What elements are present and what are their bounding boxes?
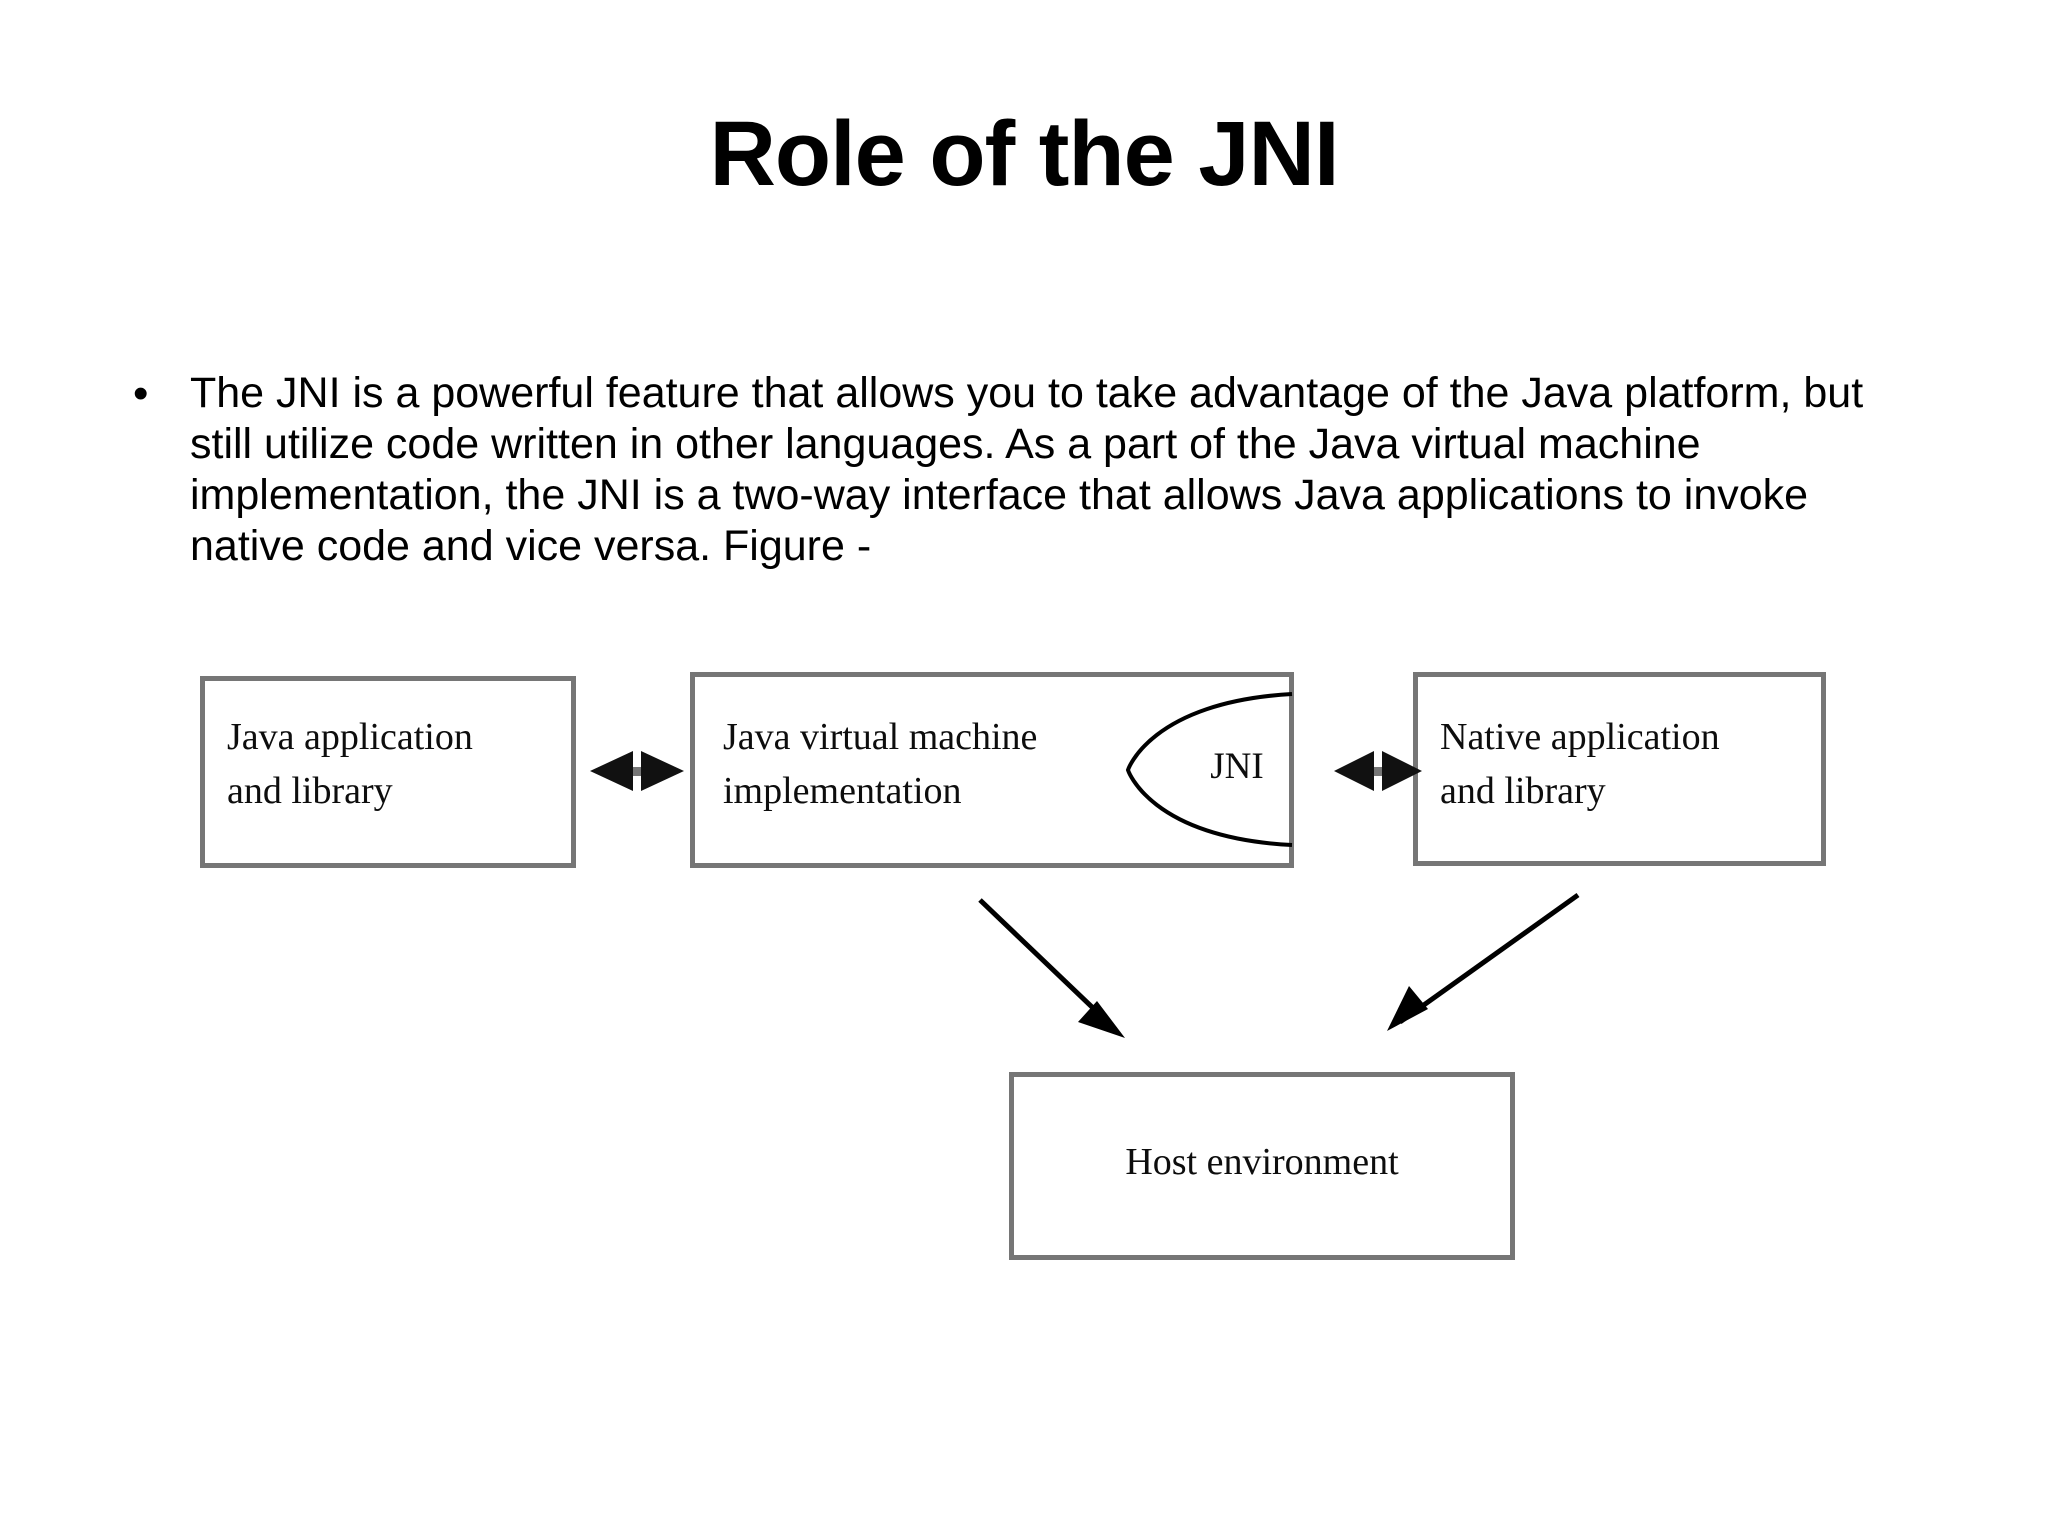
connector-jvm-to-native-app-double-arrow: [1334, 751, 1422, 791]
diagram-node-native-application[interactable]: [1413, 672, 1826, 866]
diagram-node-host-environment[interactable]: [1009, 1072, 1515, 1260]
jni-arc-shape: [1125, 692, 1293, 847]
diagram-node-java-virtual-machine[interactable]: [690, 672, 1294, 868]
connector-jvm-to-host-arrow: [978, 898, 1125, 1038]
connector-java-app-to-jvm-double-arrow: [590, 751, 684, 791]
diagram-node-java-application[interactable]: [200, 676, 576, 868]
connector-native-app-to-host-arrow: [1387, 892, 1580, 1031]
bullet-point-icon: •: [133, 369, 149, 418]
bullet-paragraph-text: The JNI is a powerful feature that allow…: [190, 369, 1864, 570]
body-content: • The JNI is a powerful feature that all…: [115, 368, 1925, 572]
page-title: Role of the JNI: [709, 103, 1339, 205]
list-item: • The JNI is a powerful feature that all…: [115, 368, 1925, 572]
